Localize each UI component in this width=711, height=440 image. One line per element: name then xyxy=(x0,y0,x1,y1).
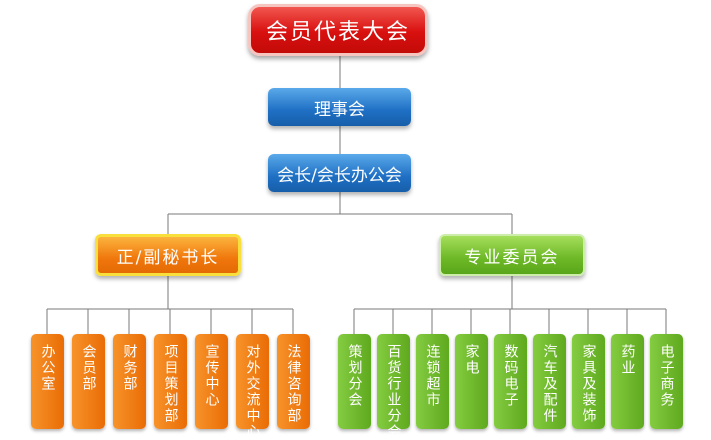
dept-external-exchange: 对外交流中心 xyxy=(236,334,269,440)
dept-home-appliance: 家电 xyxy=(455,334,488,429)
dept-auto-parts: 汽车及配件 xyxy=(533,334,566,429)
dept-finance: 财务部 xyxy=(113,334,146,429)
professional-committee-label: 专业委员会 xyxy=(464,247,560,268)
dept-department-store: 百货行业分会 xyxy=(377,334,410,440)
dept-chain-supermarket: 连锁超市 xyxy=(416,334,449,429)
council-box: 理事会 xyxy=(268,88,411,126)
dept-office: 办公室 xyxy=(31,334,64,429)
dept-legal-consulting: 法律咨询部 xyxy=(277,334,310,429)
general-assembly-label: 会员代表大会 xyxy=(265,20,410,45)
dept-project-planning: 项目策划部 xyxy=(154,334,187,429)
dept-publicity: 宣传中心 xyxy=(195,334,228,429)
dept-pharmacy: 药业 xyxy=(611,334,644,429)
dept-planning-branch: 策划分会 xyxy=(338,334,371,429)
president-office-box: 会长/会长办公会 xyxy=(268,154,411,192)
dept-furniture-decor: 家具及装饰 xyxy=(572,334,605,429)
council-label: 理事会 xyxy=(314,99,365,120)
general-assembly-box: 会员代表大会 xyxy=(248,4,428,56)
dept-membership: 会员部 xyxy=(72,334,105,429)
secretary-general-box: 正/副秘书长 xyxy=(95,234,241,276)
dept-digital-electronics: 数码电子 xyxy=(494,334,527,429)
secretary-general-label: 正/副秘书长 xyxy=(116,247,220,268)
dept-e-commerce: 电子商务 xyxy=(650,334,683,429)
professional-committee-box: 专业委员会 xyxy=(439,234,585,276)
president-office-label: 会长/会长办公会 xyxy=(277,165,402,186)
